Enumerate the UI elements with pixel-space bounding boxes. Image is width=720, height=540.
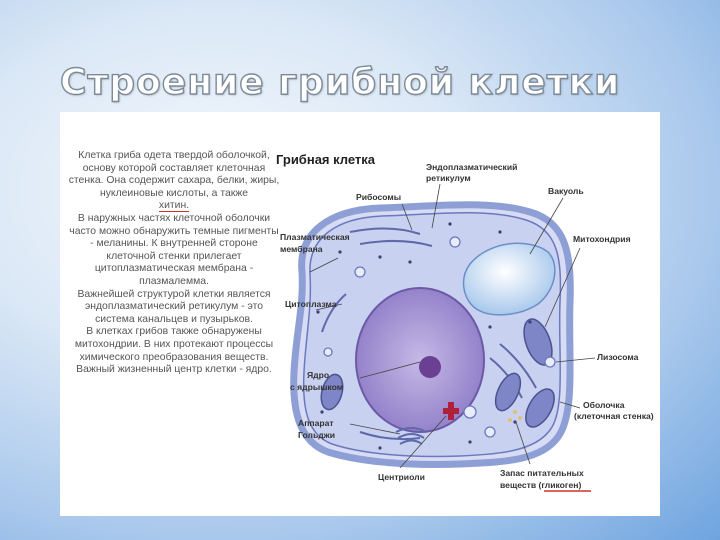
pointer-wall [559,401,581,409]
lysosome [484,426,496,438]
mitochondrion [525,388,555,428]
label-golgi-2: Гольджи [298,430,335,440]
ribosome [316,310,320,314]
nucleus [355,287,485,433]
label-reserve-2: веществ (гликоген) [500,480,581,490]
description-paragraph-5: Важный жизненный центр клетки - ядро. [76,364,272,376]
label-er-1: Эндоплазматический [426,162,517,172]
vacuole [462,242,556,316]
pointer-reserve [515,421,531,465]
er-strand [359,431,421,441]
pointer-vacuole [529,197,564,255]
lysosome-group [323,236,556,438]
pointer-ribosomes [401,203,413,231]
pointer-mitochondria [544,247,581,328]
ribosome [320,410,324,414]
pointer-cytoplasm [315,303,343,311]
mitochondrion [494,372,522,412]
er-strand [349,227,421,235]
diagram-heading: Грибная клетка [276,152,376,167]
lysosome [323,347,333,357]
glycogen-granules [508,410,522,422]
label-mitochondria: Митохондрия [573,234,631,244]
glycogen-granule [513,410,517,414]
description-text: Клетка гриба одета твердой оболочкой, ос… [68,150,280,377]
label-golgi-1: Аппарат [298,418,334,428]
label-wall-2: (клеточная стенка) [574,411,654,421]
er-strand [499,343,537,389]
ribosome [528,320,532,324]
ribosome [488,325,492,329]
label-plasma-2: мембрана [280,244,323,254]
lysosome [463,405,477,419]
ribosome [338,250,342,254]
ribosome [513,420,517,424]
ribosome [498,230,502,234]
chitin-underlined: хитин. [158,200,190,213]
label-reserve-1: Запас питательных [500,468,584,478]
ribosome [408,260,412,264]
label-nucleus-1: Ядро [307,370,329,380]
fungal-cell-diagram: Грибная клетка [276,152,654,492]
content-panel: Клетка гриба одета твердой оболочкой, ос… [60,112,660,516]
mitochondrion [320,373,344,411]
description-paragraph-1: Клетка гриба одета твердой оболочкой, ос… [68,150,280,213]
label-lysosome: Лизосома [597,352,639,362]
label-vacuole: Вакуоль [548,186,584,196]
pointer-er [431,183,441,229]
label-centriole: Центриоли [378,472,425,482]
golgi-apparatus [395,427,427,445]
lysosome [449,236,461,248]
nucleolus [419,356,441,378]
label-cytoplasm: Цитоплазма [285,299,337,309]
pointer-lysosome [555,357,596,363]
glycogen-granule [518,416,522,420]
ribosome [468,440,472,444]
er-strand [359,239,433,247]
lysosome [544,356,556,368]
ribosome [378,446,382,450]
label-er-2: ретикулум [426,173,471,183]
centriole [443,408,459,414]
label-plasma-1: Плазматическая [280,232,350,242]
ribosome [378,255,382,259]
pointer-centriole [399,415,447,469]
description-paragraph-4: В клетках грибов также обнаружены митохо… [74,326,274,363]
label-wall-1: Оболочка [583,400,625,410]
pointer-nucleus [359,361,421,379]
label-ribosomes: Рибосомы [356,192,401,202]
er-strand [321,293,347,333]
glycogen-granule [508,418,512,422]
pointer-plasma [309,257,339,273]
pointer-lines [309,183,596,469]
lysosome [354,266,366,278]
description-paragraph-3: Важнейшей структурой клетки является энд… [77,288,271,325]
pointer-golgi [349,423,401,435]
slide-title: Строение грибной клетки [59,61,621,103]
label-nucleus-2: с ядрышком [290,382,343,392]
description-paragraph-2: В наружных частях клеточной оболочки час… [69,212,279,287]
ribosome [448,222,452,226]
ribosome-dots [316,222,532,450]
